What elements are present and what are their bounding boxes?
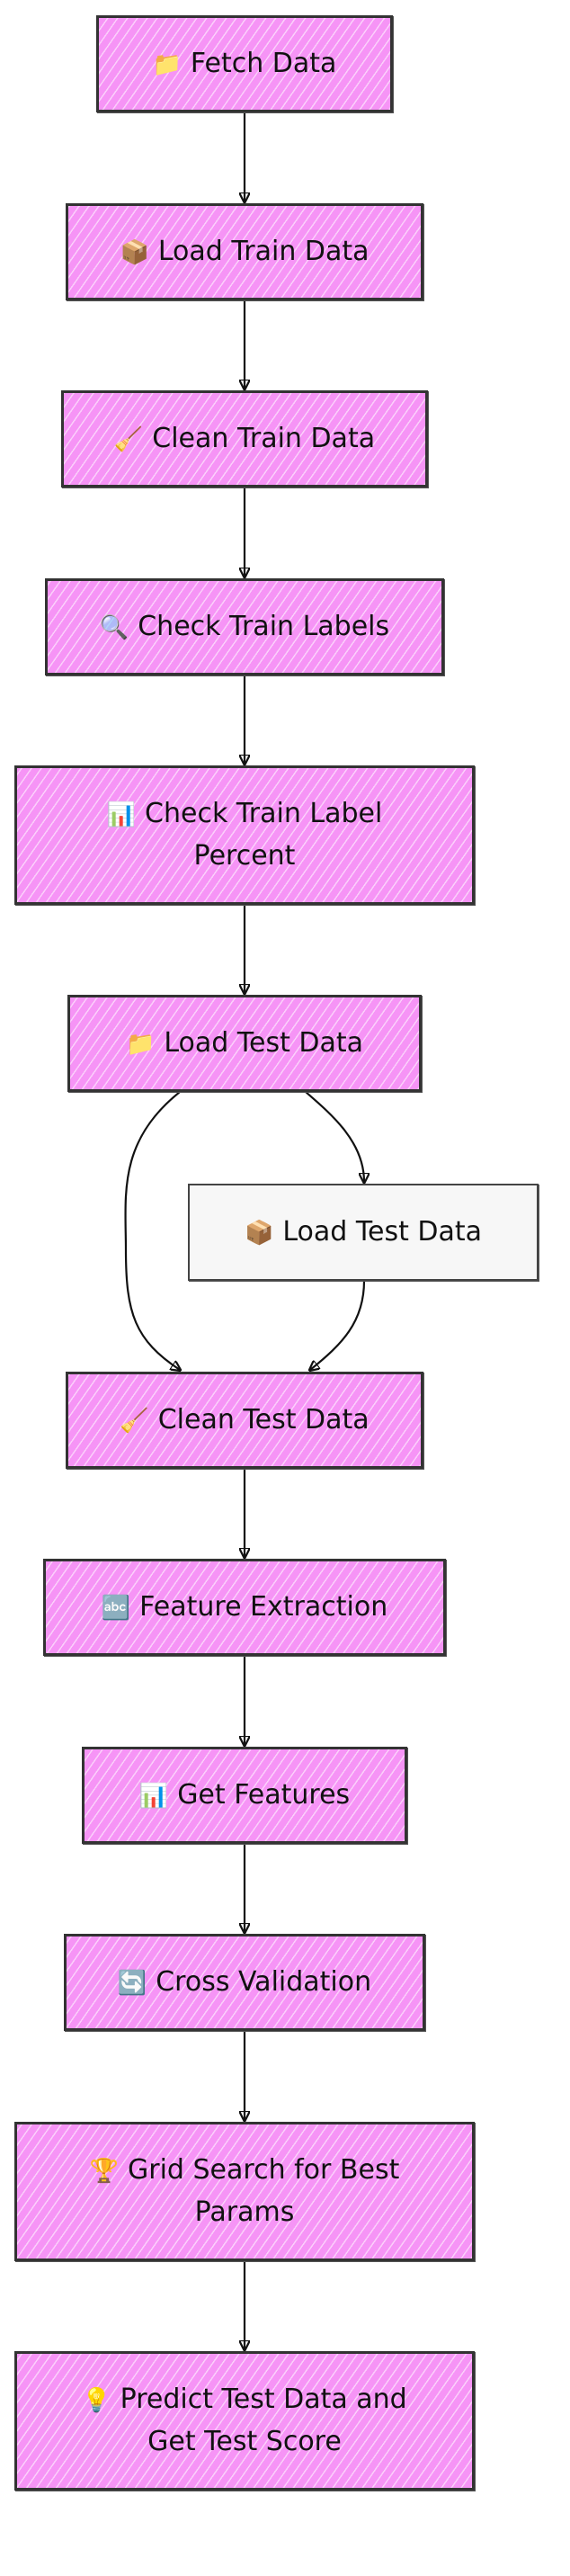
node-cross-validation[interactable]: 🔄 Cross Validation bbox=[64, 1934, 425, 2031]
node-fetch-data[interactable]: 📁 Fetch Data bbox=[96, 15, 393, 112]
broom-icon: 🧹 bbox=[120, 1407, 149, 1435]
node-get-features[interactable]: 📊 Get Features bbox=[82, 1747, 407, 1844]
folder-icon: 📁 bbox=[125, 1030, 156, 1058]
node-load-test-data[interactable]: 📁 Load Test Data bbox=[67, 995, 422, 1092]
folder-icon: 📁 bbox=[152, 50, 182, 78]
node-label: Cross Validation bbox=[156, 1965, 372, 1998]
node-label: Fetch Data bbox=[190, 47, 337, 79]
magnifier-icon: 🔍 bbox=[99, 613, 129, 641]
node-load-test-data-secondary[interactable]: 📦 Load Test Data bbox=[188, 1184, 539, 1281]
node-clean-train-data[interactable]: 🧹 Clean Train Data bbox=[61, 390, 428, 487]
bar-chart-icon: 📊 bbox=[138, 1782, 169, 1810]
node-label: Clean Train Data bbox=[152, 422, 376, 454]
lightbulb-icon: 💡 bbox=[82, 2387, 111, 2414]
node-label: Clean Test Data bbox=[157, 1403, 370, 1436]
trophy-icon: 🏆 bbox=[89, 2158, 120, 2185]
broom-icon: 🧹 bbox=[113, 425, 144, 453]
bar-chart-icon: 📊 bbox=[106, 801, 137, 828]
node-feature-extraction[interactable]: 🔤 Feature Extraction bbox=[43, 1559, 446, 1656]
edge-load-test-to-clean-test bbox=[124, 1091, 180, 1370]
node-label: Load Train Data bbox=[157, 235, 370, 267]
node-clean-test-data[interactable]: 🧹 Clean Test Data bbox=[66, 1372, 423, 1469]
edge-load-test-to-load-test-secondary bbox=[305, 1091, 364, 1182]
abc-icon: 🔤 bbox=[101, 1594, 131, 1622]
node-predict-test-data[interactable]: 💡 Predict Test Data and Get Test Score bbox=[14, 2351, 475, 2491]
node-label: Check Train Labels bbox=[138, 610, 390, 642]
package-icon: 📦 bbox=[120, 238, 149, 266]
node-check-train-label-percent[interactable]: 📊 Check Train Label Percent bbox=[14, 765, 475, 905]
edge-load-test-secondary-to-clean-test bbox=[310, 1280, 366, 1370]
package-icon: 📦 bbox=[244, 1219, 274, 1247]
node-label: Feature Extraction bbox=[139, 1590, 388, 1623]
node-load-train-data[interactable]: 📦 Load Train Data bbox=[66, 203, 423, 300]
refresh-icon: 🔄 bbox=[117, 1969, 147, 1997]
node-label: Get Features bbox=[177, 1778, 351, 1811]
node-check-train-labels[interactable]: 🔍 Check Train Labels bbox=[45, 578, 444, 675]
node-label: Load Test Data bbox=[164, 1026, 364, 1059]
node-label: Load Test Data bbox=[282, 1215, 483, 1248]
node-label: Predict Test Data and Get Test Score bbox=[120, 2384, 407, 2457]
node-label: Grid Search for Best Params bbox=[128, 2154, 400, 2228]
node-label: Check Train Label Percent bbox=[145, 798, 383, 872]
node-grid-search[interactable]: 🏆 Grid Search for Best Params bbox=[14, 2122, 475, 2261]
